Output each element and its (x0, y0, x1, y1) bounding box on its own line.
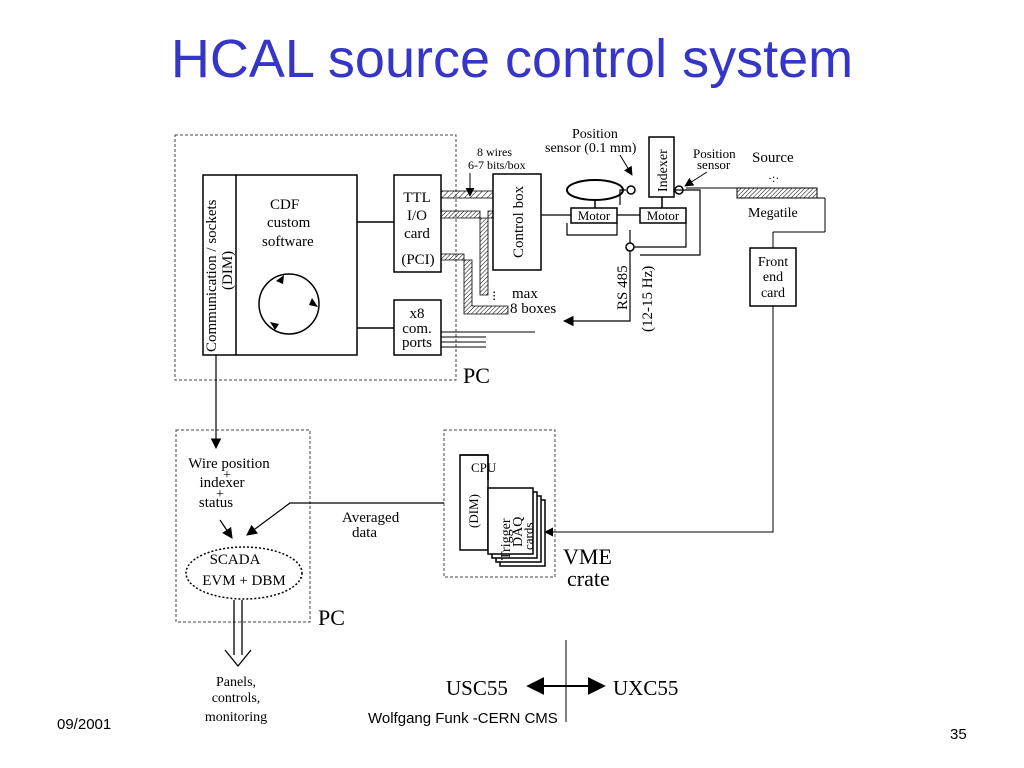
front-card-label: card (761, 286, 785, 301)
top-pc-label: PC (463, 363, 490, 388)
hatched-cable-2 (440, 210, 494, 296)
sensor-circle-3 (625, 242, 635, 252)
dots-label: ... (484, 291, 499, 302)
end-label: end (763, 270, 783, 285)
control-box-label: Control box (511, 185, 527, 258)
pci-label: (PCI) (401, 252, 434, 268)
slide-title: HCAL source control system (170, 29, 854, 89)
front-end-card (749, 247, 797, 307)
position-sensor-label: Position (572, 127, 618, 142)
motor-2-label: Motor (647, 208, 680, 223)
data-label: data (352, 525, 377, 541)
custom-label: custom (267, 215, 311, 231)
cpu-box (459, 454, 489, 551)
bottom-pc-label: PC (318, 605, 345, 630)
cpu-label: CPU (471, 460, 497, 475)
software-label: software (262, 234, 314, 250)
scada-label: SCADA (210, 552, 261, 568)
footer-date: 09/2001 (57, 716, 112, 733)
position-sensor-2-label: Position (693, 146, 736, 161)
crate-label: crate (567, 566, 610, 591)
source-dots-icon: ·:· (768, 171, 779, 185)
com-label: com. (402, 321, 432, 337)
sensor-2-label: sensor (697, 157, 731, 172)
plus-2-label: + (216, 487, 224, 502)
comm-dim-label: (DIM) (220, 251, 236, 290)
plus-1-label: + (223, 468, 231, 483)
position-sensor-precision-label: sensor (0.1 mm) (545, 141, 637, 156)
scada-ellipse (185, 546, 303, 600)
top-pc-frame (174, 134, 457, 381)
indexer-box (648, 136, 675, 198)
cycle-arrows-icon (258, 273, 320, 335)
megatile-label: Megatile (748, 206, 798, 221)
bits-label: 6-7 bits/box (468, 158, 526, 172)
controls-label: controls, (212, 691, 261, 706)
cdf-label: CDF (270, 197, 299, 213)
rs485-rate-label: (12-15 Hz) (640, 266, 656, 332)
wire-position-label: Wire position (188, 456, 270, 472)
footer-author: Wolfgang Funk -CERN CMS (368, 710, 558, 727)
control-box (492, 173, 542, 271)
rs485-label: RS 485 (615, 265, 631, 310)
max-label: max (512, 286, 538, 302)
wire-reel (566, 179, 624, 201)
sensor-circle-1 (626, 185, 636, 195)
trigger-daq-cards (487, 487, 534, 555)
wires-label: 8 wires (477, 145, 512, 159)
comm-sockets-label: Communication / sockets (204, 199, 220, 352)
uxc55-label: UXC55 (613, 676, 678, 700)
averaged-label: Averaged (342, 510, 400, 526)
indexer-label: Indexer (656, 149, 671, 192)
hatched-cable-3 (440, 253, 509, 315)
indexer-status-label: indexer (200, 475, 245, 491)
trigger-label: Trigger (499, 518, 514, 560)
ttl-label: TTL (403, 190, 431, 206)
io-label: I/O (407, 208, 427, 224)
megatile (736, 187, 818, 199)
daq-label: DAQ (511, 517, 526, 547)
status-label: status (199, 495, 233, 511)
ttl-io-card (393, 174, 442, 273)
usc55-label: USC55 (446, 676, 508, 700)
panels-label: Panels, (216, 675, 256, 690)
motor-1-label: Motor (578, 208, 611, 223)
front-label: Front (758, 255, 788, 270)
hatched-cable-1 (440, 190, 494, 199)
evm-dbm-label: EVM + DBM (202, 573, 285, 589)
boxes-label: 8 boxes (510, 301, 556, 317)
footer-page-number: 35 (950, 726, 967, 743)
ports-label: ports (402, 335, 432, 351)
vme-label: VME (563, 544, 612, 569)
x8-label: x8 (410, 306, 425, 322)
card-label: card (404, 226, 430, 242)
cdf-software-box (202, 174, 358, 356)
bottom-pc-frame (175, 429, 311, 623)
cpu-dim-label: (DIM) (466, 494, 481, 528)
monitoring-label: monitoring (205, 710, 267, 725)
cards-label: cards (521, 523, 536, 550)
source-label: Source (752, 150, 794, 166)
